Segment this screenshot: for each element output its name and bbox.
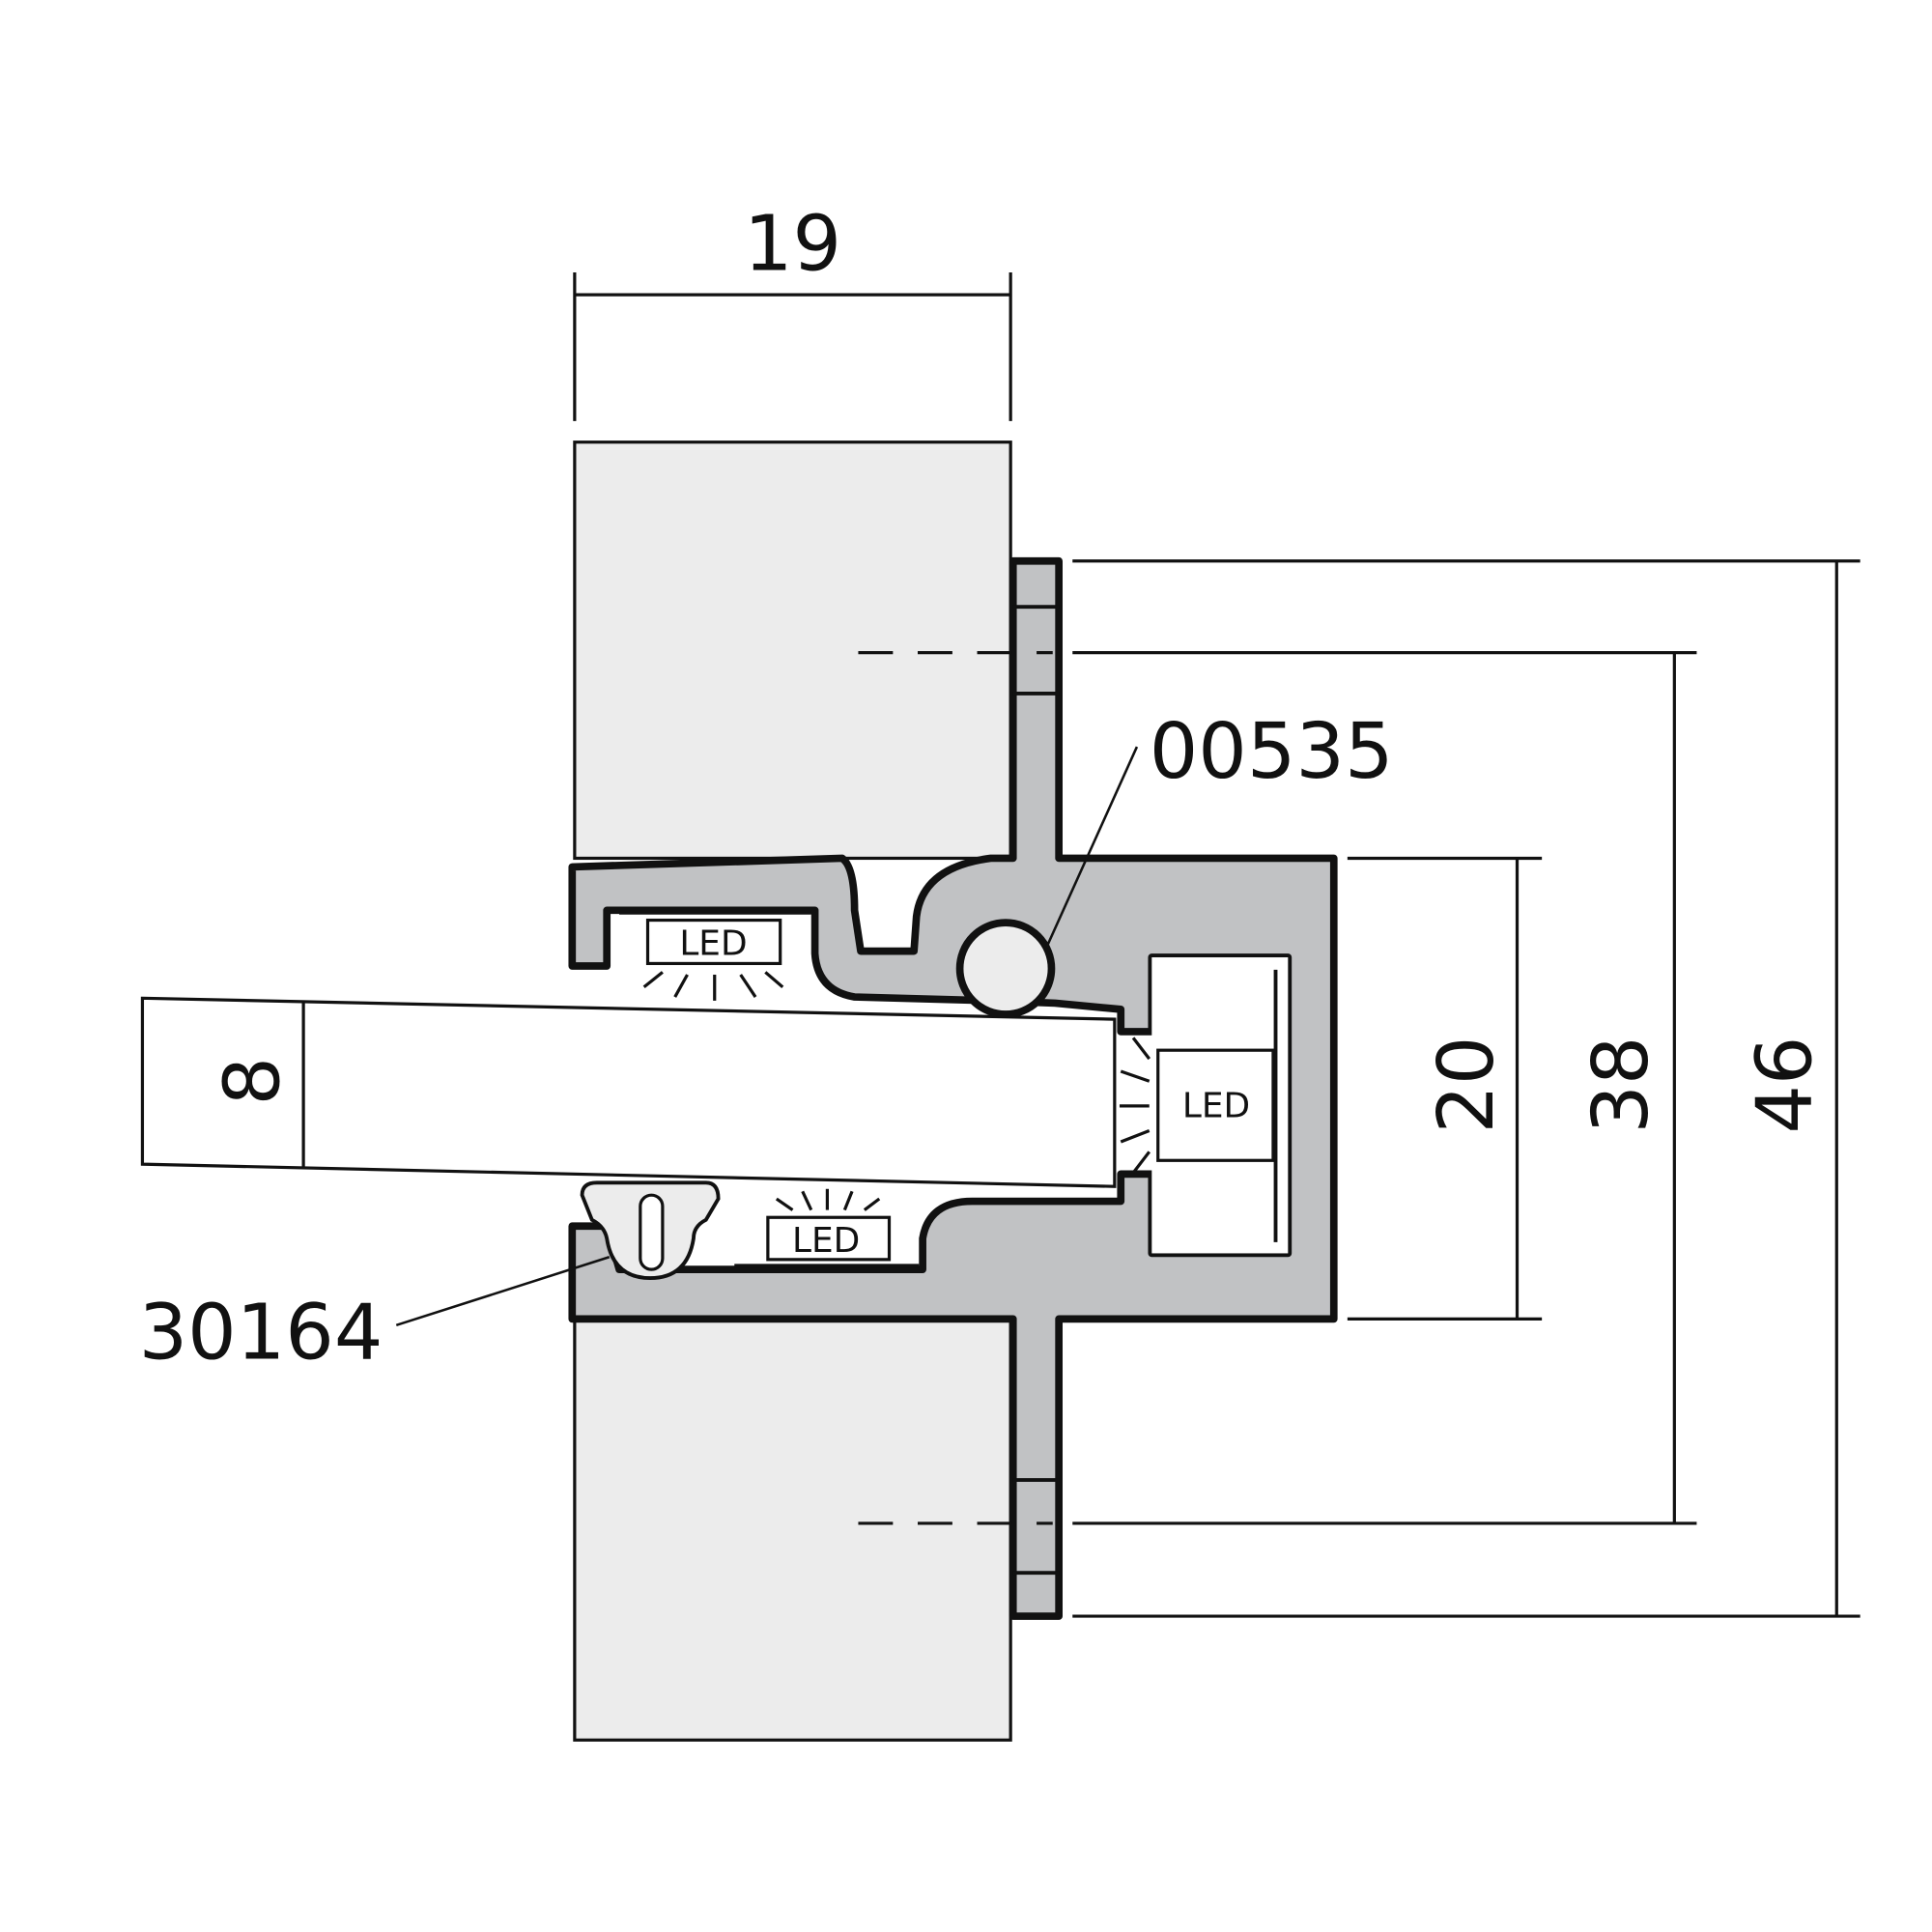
gasket-00535 <box>955 919 1056 1018</box>
dimension-38-label: 38 <box>1576 1037 1665 1134</box>
leader-30164 <box>395 1256 611 1327</box>
dimension-19 <box>573 272 1012 421</box>
bottom-panel <box>573 1317 1012 1742</box>
dimension-19-label: 19 <box>744 198 841 288</box>
dimension-46-label: 46 <box>1739 1037 1829 1134</box>
light-rays-bottom <box>775 1188 881 1211</box>
seal-slot <box>639 1193 665 1271</box>
glass-pane <box>140 996 1117 1188</box>
led-top <box>645 918 782 966</box>
aluminium-profile <box>568 556 1338 1620</box>
flange-marks <box>1012 605 1060 1576</box>
top-panel <box>573 440 1012 861</box>
label-30164: 30164 <box>139 1287 384 1377</box>
light-rays-top <box>642 971 784 1001</box>
led-right <box>1156 1048 1275 1162</box>
dimension-20-label: 20 <box>1421 1037 1511 1134</box>
led-right-label: LED <box>1182 1086 1250 1125</box>
label-00535: 00535 <box>1150 706 1394 796</box>
light-rays-right <box>1119 1037 1151 1175</box>
led-bottom <box>766 1215 892 1262</box>
glass-dimension: 8 <box>207 1057 297 1106</box>
led-bottom-label: LED <box>792 1221 860 1261</box>
dimension-lines-right <box>1072 559 1861 1618</box>
led-top-label: LED <box>679 923 747 963</box>
leader-00535 <box>1045 746 1139 949</box>
